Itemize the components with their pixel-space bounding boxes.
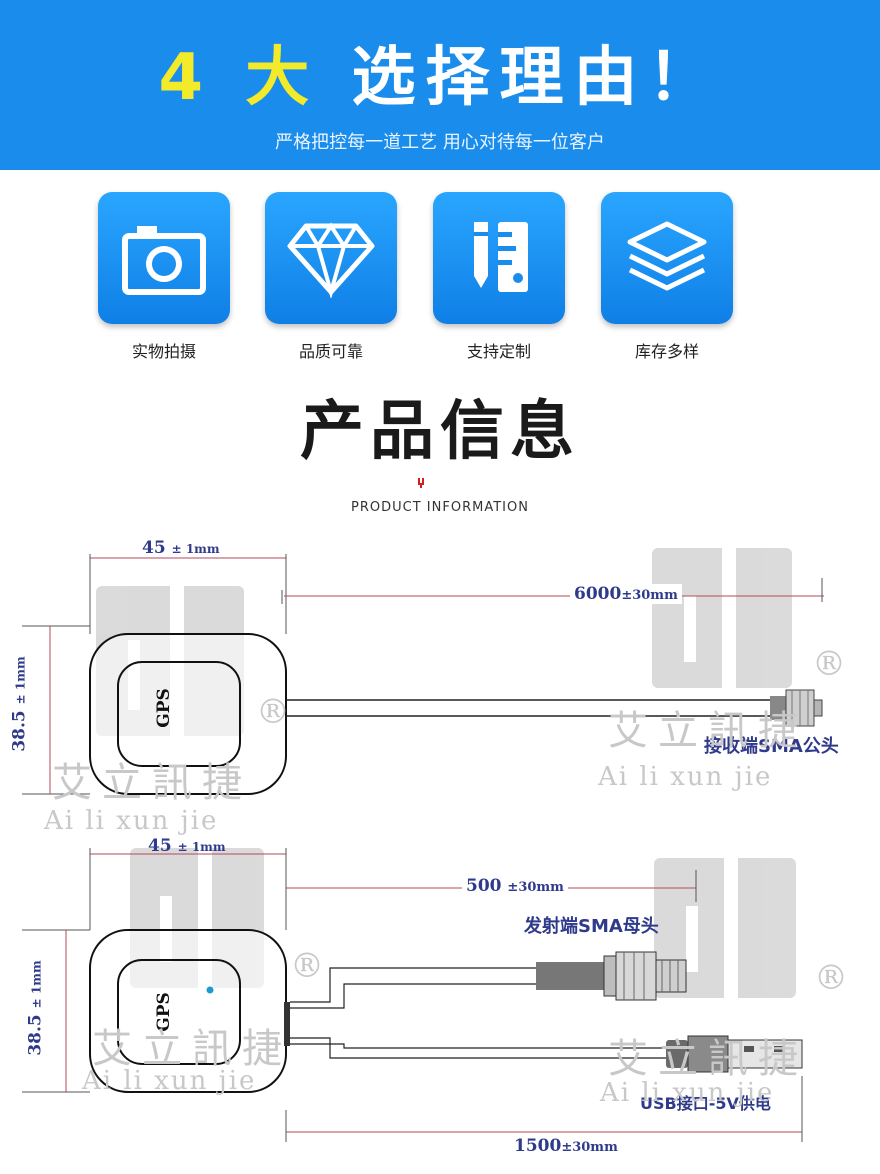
p1-connector-label: 接收端SMA公头 [704, 736, 839, 757]
feature-real-photo: 实物拍摄 [98, 192, 230, 362]
p2-sma-label: 发射端SMA母头 [524, 916, 659, 937]
p2-width-label: 45 ± 1mm [148, 836, 226, 856]
watermark-logo-icon [652, 542, 792, 692]
p1-height-label: 38.5 ± 1mm [9, 656, 30, 752]
watermark-en: Ai li xun jie [82, 1066, 257, 1096]
p2-usb-label: USB接口-5V供电 [640, 1094, 771, 1113]
layers-icon [627, 221, 707, 291]
banner-title: 4 大 选择理由！ [0, 26, 880, 118]
feature-label: 支持定制 [466, 342, 531, 361]
feature-label: 实物拍摄 [131, 342, 196, 361]
section-mark-icon [418, 478, 424, 488]
banner-title-number: 4 [158, 41, 213, 115]
p1-width-label: 45 ± 1mm [142, 538, 220, 558]
watermark-cn: 艾立訊捷 [608, 708, 808, 754]
p2-cable-length-label: 500 ±30mm [462, 876, 568, 896]
feature-label: 库存多样 [634, 342, 699, 361]
camera-icon [122, 226, 206, 295]
feature-label: 品质可靠 [298, 342, 363, 361]
watermark-logo-icon [654, 852, 796, 1002]
feature-custom: 支持定制 [433, 192, 565, 362]
diamond-icon [287, 222, 375, 298]
p2-height-label: 38.5 ± 1mm [25, 960, 46, 1056]
feature-tile [433, 192, 565, 324]
banner-subtitle: 严格把控每一道工艺 用心对待每一位客户 [275, 132, 605, 153]
pencil-ruler-icon [474, 222, 528, 292]
feature-row: 实物拍摄 品质可靠 支持定制 [0, 192, 880, 372]
feature-tile [265, 192, 397, 324]
watermark-en: Ai li xun jie [598, 762, 773, 792]
watermark-en: Ai li xun jie [44, 806, 219, 836]
feature-stock: 库存多样 [601, 192, 733, 362]
watermark-reg: ® [814, 958, 848, 998]
p2-total-length-label: 1500±30mm [510, 1136, 622, 1156]
watermark-reg: ® [290, 946, 324, 986]
p1-module-text: GPS [153, 688, 174, 728]
section-subtitle: PRODUCT INFORMATION [351, 500, 529, 515]
banner-title-big: 大 [245, 41, 320, 115]
feature-tile [601, 192, 733, 324]
watermark-cn: 艾立訊捷 [52, 760, 252, 806]
section-title: 产品信息 [300, 395, 580, 469]
sma-male-connector-icon [770, 689, 823, 727]
watermark-reg: ® [256, 692, 290, 732]
p1-cable-length-label: 6000±30mm [570, 584, 682, 604]
sma-female-connector-icon [536, 951, 687, 1001]
watermark-cn: 艾立訊捷 [92, 1026, 292, 1072]
product-diagram: 45 ± 1mm 38.5 ± 1mm GPS 6000±30mm 接收端SMA… [0, 530, 880, 1174]
top-banner: 4 大 选择理由！ 严格把控每一道工艺 用心对待每一位客户 [0, 0, 880, 170]
diagram-drawing [22, 542, 824, 1142]
watermark-en: Ai li xun jie [600, 1078, 775, 1108]
feature-quality: 品质可靠 [265, 192, 397, 362]
feature-tile [98, 192, 230, 324]
usb-connector-icon [666, 1035, 803, 1073]
watermark-reg: ® [812, 644, 846, 684]
watermark-cn: 艾立訊捷 [608, 1036, 808, 1082]
banner-title-rest: 选择理由！ [351, 41, 722, 115]
